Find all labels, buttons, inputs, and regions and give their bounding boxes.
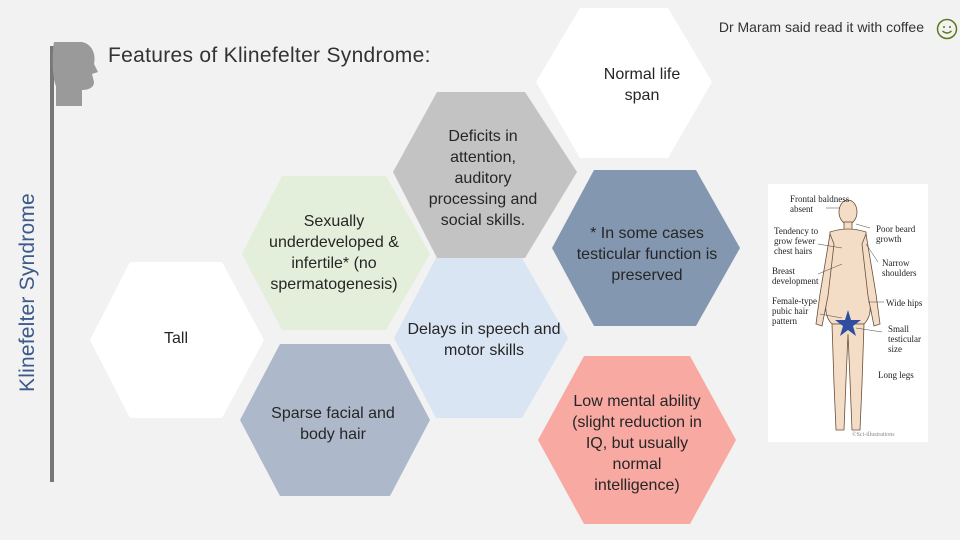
hex-low-mental: [538, 356, 736, 524]
hex-sparse-text: Sparse facial and body hair: [271, 405, 395, 443]
label-chest-hair: Tendency to grow fewer chest hairs: [774, 226, 819, 256]
hex-delays: [394, 258, 568, 418]
label-poor-beard: Poor beard growth: [876, 224, 916, 244]
hex-tall-text: Tall: [163, 329, 188, 347]
hex-tall: [90, 262, 264, 418]
hex-sparse: [240, 344, 430, 496]
hex-low-mental-text: Low mental ability (slight reduction in …: [572, 392, 702, 494]
smiley-icon: [936, 18, 958, 40]
slide-title: Features of Klinefelter Syndrome:: [108, 44, 431, 67]
label-small-testicular: Small testicular size: [888, 324, 921, 354]
hex-testicular-text: * In some cases testicular function is p…: [576, 224, 718, 284]
klinefelter-body-figure: Frontal baldness absent Poor beard growt…: [768, 184, 928, 442]
label-narrow-shoulders: Narrow shoulders: [882, 258, 917, 278]
hex-delays-text: Delays in speech and motor skills: [407, 321, 561, 359]
hex-sexually-text: Sexually underdeveloped & infertile* (no…: [269, 213, 399, 293]
star-marker-icon: [835, 310, 861, 336]
coffee-note: Dr Maram said read it with coffee: [718, 19, 924, 35]
hex-deficits: [393, 92, 577, 258]
hex-normal-life-span-text: Normal life span: [603, 66, 681, 104]
label-wide-hips: Wide hips: [886, 298, 923, 308]
body-outline-icon: [815, 199, 884, 431]
label-breast-development: Breast development: [772, 266, 819, 286]
label-copyright: ©Sci-illustrations: [852, 432, 895, 438]
label-frontal-baldness: Frontal baldness absent: [790, 194, 850, 214]
label-pubic-hair: Female-type pubic hair pattern: [772, 296, 817, 326]
hex-testicular: [552, 170, 740, 326]
head-profile-icon: [52, 42, 98, 106]
hex-normal-life-span: [536, 8, 712, 158]
timeline-bar: [50, 46, 54, 482]
label-long-legs: Long legs: [878, 370, 914, 380]
hex-deficits-text: Deficits in attention, auditory processi…: [428, 127, 538, 229]
hex-sexually: [242, 176, 430, 330]
